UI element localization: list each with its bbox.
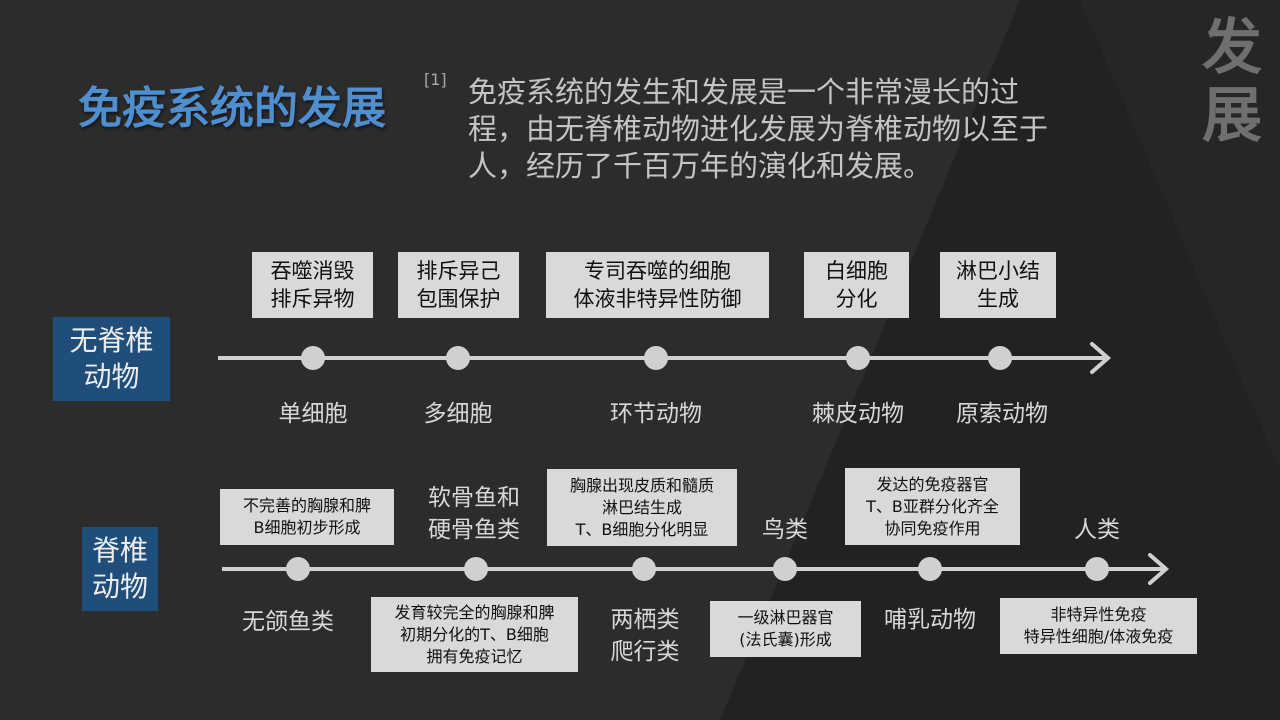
vertebrate-node-3 <box>632 557 656 581</box>
vertebrate-group-label: 脊椎 动物 <box>82 527 158 611</box>
invertebrate-event-box: 吞噬消毁 排斥异物 <box>252 252 373 318</box>
vertebrate-timeline <box>222 553 1170 585</box>
side-title: 发 展 <box>1192 14 1272 150</box>
vertebrate-stage-label: 无颌鱼类 <box>242 609 334 635</box>
invertebrate-arrow-head <box>1090 342 1112 374</box>
reference-marker: [1] <box>424 70 447 89</box>
invertebrate-node-1 <box>301 346 325 370</box>
invertebrate-node-3 <box>644 346 668 370</box>
invertebrate-node-4 <box>846 346 870 370</box>
invertebrate-event-box: 排斥异己 包围保护 <box>398 252 519 318</box>
page-title: 免疫系统的发展 <box>78 83 386 134</box>
invertebrate-event-box: 专司吞噬的细胞 体液非特异性防御 <box>546 252 769 318</box>
vertebrate-stage-label: 人类 <box>1074 517 1120 543</box>
intro-text: 免疫系统的发生和发展是一个非常漫长的过程，由无脊椎动物进化发展为脊椎动物以至于人… <box>468 75 1049 183</box>
vertebrate-event-box: 非特异性免疫 特异性细胞/体液免疫 <box>1000 598 1197 654</box>
vertebrate-node-6 <box>1085 557 1109 581</box>
vertebrate-stage-label: 哺乳动物 <box>884 607 976 633</box>
invertebrate-stage-label: 多细胞 <box>423 401 493 427</box>
invertebrate-event-box: 白细胞 分化 <box>804 252 909 318</box>
invertebrate-stage-label: 环节动物 <box>610 401 702 427</box>
invertebrate-timeline <box>218 342 1112 374</box>
side-title-char-2: 展 <box>1202 81 1262 151</box>
vertebrate-stage-label: 软骨鱼和 硬骨鱼类 <box>428 485 520 543</box>
vertebrate-stage-label: 两栖类 爬行类 <box>610 607 680 665</box>
invertebrate-node-2 <box>446 346 470 370</box>
vertebrate-node-1 <box>286 557 310 581</box>
vertebrate-node-4 <box>773 557 797 581</box>
vertebrate-arrow-head <box>1148 553 1170 585</box>
vertebrate-stage-label: 鸟类 <box>762 517 808 543</box>
invertebrate-stage-label: 棘皮动物 <box>812 401 904 427</box>
vertebrate-node-5 <box>918 557 942 581</box>
side-title-char-1: 发 <box>1202 13 1262 83</box>
vertebrate-event-box: 一级淋巴器官 (法氏囊)形成 <box>710 601 861 657</box>
invertebrate-event-box: 淋巴小结 生成 <box>940 252 1056 318</box>
vertebrate-event-box: 胸腺出现皮质和髓质 淋巴结生成 T、B细胞分化明显 <box>547 469 737 546</box>
vertebrate-event-box: 发达的免疫器官 T、B亚群分化齐全 协同免疫作用 <box>845 468 1020 545</box>
invertebrate-stage-label: 原索动物 <box>956 401 1048 427</box>
invertebrate-node-5 <box>988 346 1012 370</box>
vertebrate-node-2 <box>464 557 488 581</box>
invertebrate-stage-label: 单细胞 <box>278 401 348 427</box>
vertebrate-event-box: 发育较完全的胸腺和脾 初期分化的T、B细胞 拥有免疫记忆 <box>371 597 578 672</box>
invertebrate-group-label: 无脊椎 动物 <box>53 317 170 401</box>
vertebrate-event-box: 不完善的胸腺和脾 B细胞初步形成 <box>220 489 394 545</box>
